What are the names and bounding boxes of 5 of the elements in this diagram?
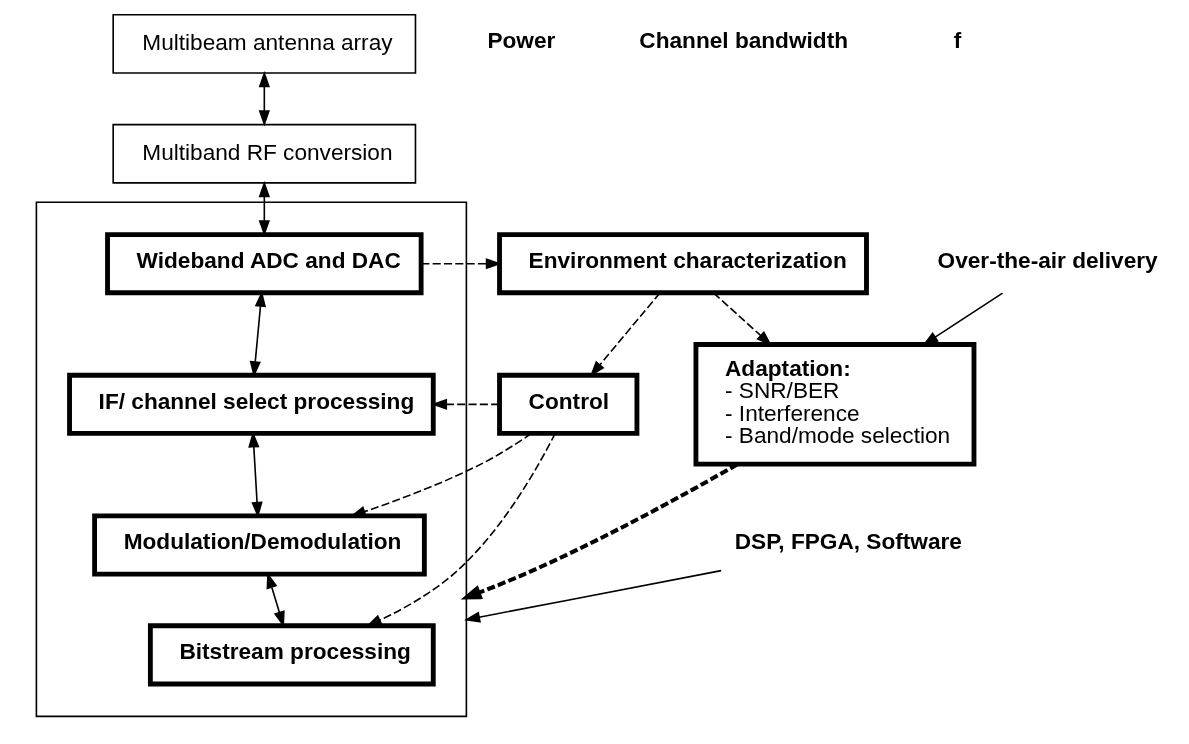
node-text: DSP, FPGA, Software: [734, 529, 962, 555]
node-text: Over-the-air delivery: [937, 248, 1158, 274]
label: Power: [487, 28, 556, 54]
label: Channel bandwidth: [639, 28, 848, 54]
label: f: [953, 28, 962, 54]
